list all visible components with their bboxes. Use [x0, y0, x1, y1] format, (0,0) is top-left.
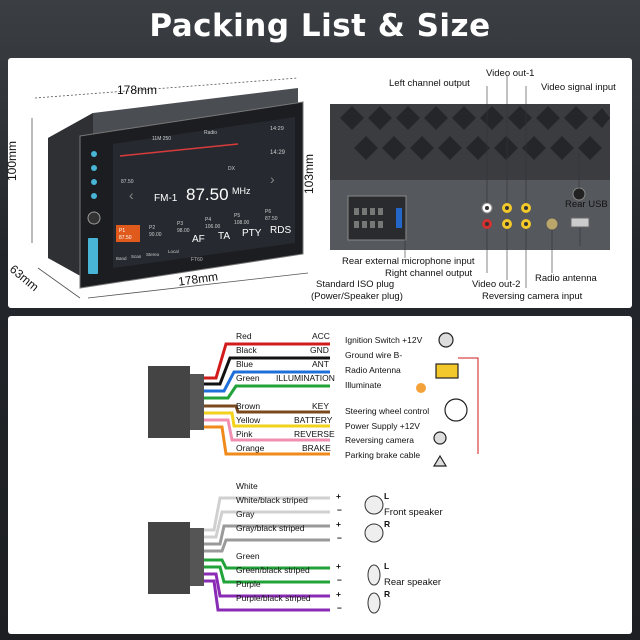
wire-green-spk-label: Green: [236, 551, 260, 561]
local-button-label[interactable]: Local: [168, 249, 179, 254]
next-arrow-icon[interactable]: ›: [270, 171, 275, 187]
wire-pink-pin: REVERSE: [294, 429, 335, 439]
stereo-button-label[interactable]: Stereo: [146, 252, 160, 257]
preset-p3-name: P3: [177, 221, 183, 227]
wire-brown-pin: KEY: [312, 401, 330, 411]
pty-button[interactable]: PTY: [242, 228, 262, 239]
wire-black-color: Black: [236, 345, 257, 355]
label-iso-plug: Standard ISO plug: [316, 279, 395, 290]
wire-gray-label: Gray: [236, 509, 255, 519]
screen-frequency: 87.50: [186, 185, 229, 204]
wire-orange-func: Parking brake cable: [345, 450, 421, 460]
wire-red-pin: ACC: [312, 331, 330, 341]
wire-white-striped-label: White/black striped: [236, 495, 308, 505]
wire-pink-color: Pink: [236, 429, 253, 439]
preset-p4-name: P4: [205, 217, 211, 223]
prev-arrow-icon[interactable]: ‹: [129, 187, 134, 203]
screen-app-name: Radio: [204, 130, 217, 136]
plus-sign: +: [336, 491, 341, 501]
wiring-diagram: [148, 332, 479, 614]
wire-orange-color: Orange: [236, 443, 265, 453]
label-video-out-2: Video out-2: [472, 279, 521, 290]
screen-band-small: 11M 250: [152, 136, 171, 142]
front-right-tag: R: [384, 519, 391, 529]
label-radio-antenna: Radio antenna: [535, 273, 597, 284]
plus-sign: +: [336, 589, 341, 599]
wire-orange-pin: BRAKE: [302, 443, 331, 453]
screen-freq-small: 87.50: [121, 179, 134, 185]
wire-red-color: Red: [236, 331, 252, 341]
preset-p5-freq: 108.00: [234, 220, 250, 226]
wire-pink-func: Reversing camera: [345, 435, 414, 445]
model-label: FT60: [191, 257, 203, 263]
label-video-out-1: Video out-1: [486, 68, 535, 79]
preset-p5-name: P5: [234, 213, 240, 219]
wire-red-func: Ignition Switch +12V: [345, 335, 423, 345]
minus-sign: −: [337, 533, 342, 543]
plus-sign: +: [336, 519, 341, 529]
wire-yellow-color: Yellow: [236, 415, 261, 425]
wire-purple-label: Purple: [236, 579, 261, 589]
wire-blue-pin: ANT: [312, 359, 329, 369]
head-unit-front: 11M 250 Radio 14:29 14:29 87.50 DX FM-1 …: [31, 77, 309, 299]
rear-right-tag: R: [384, 589, 391, 599]
label-video-signal: Video signal input: [541, 82, 616, 93]
label-left-channel: Left channel output: [389, 78, 470, 89]
wire-yellow-pin: BATTERY: [294, 415, 333, 425]
wire-blue-color: Blue: [236, 359, 254, 369]
screen-time: 14:29: [270, 126, 284, 132]
preset-p3-freq: 98.00: [177, 228, 190, 234]
wire-yellow-func: Power Supply +12V: [345, 421, 420, 431]
preset-p6-freq: 87.50: [265, 216, 278, 222]
page-title: Packing List & Size: [149, 8, 491, 44]
plus-sign: +: [336, 561, 341, 571]
wire-gray-striped-label: Gray/black striped: [236, 523, 305, 533]
wire-black-pin: GND: [310, 345, 329, 355]
front-speaker-label: Front speaker: [384, 507, 443, 518]
dim-height-front: 100mm: [5, 140, 19, 181]
preset-p1-bg[interactable]: [116, 225, 140, 242]
wire-green-color: Green: [236, 373, 260, 383]
screen-band: FM-1: [154, 193, 178, 204]
head-unit-rear: [328, 76, 622, 308]
af-button[interactable]: AF: [192, 234, 205, 245]
label-iso-plug-sub: (Power/Speaker plug): [311, 291, 403, 302]
wire-brown-color: Brown: [236, 401, 261, 411]
label-rear-usb: Rear USB: [565, 199, 608, 210]
wire-green-pin: ILLUMINATION: [276, 373, 335, 383]
screen-unit: MHz: [232, 186, 251, 196]
rear-left-tag: L: [384, 561, 390, 571]
screen-dx: DX: [228, 166, 236, 172]
preset-p2-freq: 90.00: [149, 232, 162, 238]
front-left-tag: L: [384, 491, 390, 501]
dim-width-top: 178mm: [117, 83, 158, 97]
minus-sign: −: [337, 575, 342, 585]
band-button-label[interactable]: Band: [116, 256, 127, 261]
wire-purple-striped-label: Purple/black striped: [236, 593, 311, 603]
ta-button[interactable]: TA: [218, 231, 230, 242]
wire-green-func: Illuminate: [345, 380, 382, 390]
label-rear-mic: Rear external microphone input: [342, 256, 475, 267]
wire-white-label: White: [236, 481, 258, 491]
preset-p1-name: P1: [119, 228, 125, 234]
preset-p6-name: P6: [265, 209, 271, 215]
label-reversing-cam: Reversing camera input: [482, 291, 583, 302]
rear-speaker-label: Rear speaker: [384, 577, 442, 588]
wire-green-striped-label: Green/black striped: [236, 565, 310, 575]
wire-brown-func: Steering wheel control: [345, 406, 430, 416]
scan-button-label[interactable]: Scan: [131, 254, 142, 259]
label-right-channel: Right channel output: [385, 268, 473, 279]
preset-p2-name: P2: [149, 225, 155, 231]
minus-sign: −: [337, 505, 342, 515]
minus-sign: −: [337, 603, 342, 613]
wire-blue-func: Radio Antenna: [345, 365, 401, 375]
screen-time-right: 14:29: [270, 150, 286, 156]
rds-button[interactable]: RDS: [270, 225, 291, 236]
preset-p1-freq: 87.50: [119, 235, 132, 241]
wire-black-func: Ground wire B-: [345, 350, 403, 360]
preset-p4-freq: 106.00: [205, 224, 221, 230]
dim-height-back: 103mm: [302, 153, 316, 194]
